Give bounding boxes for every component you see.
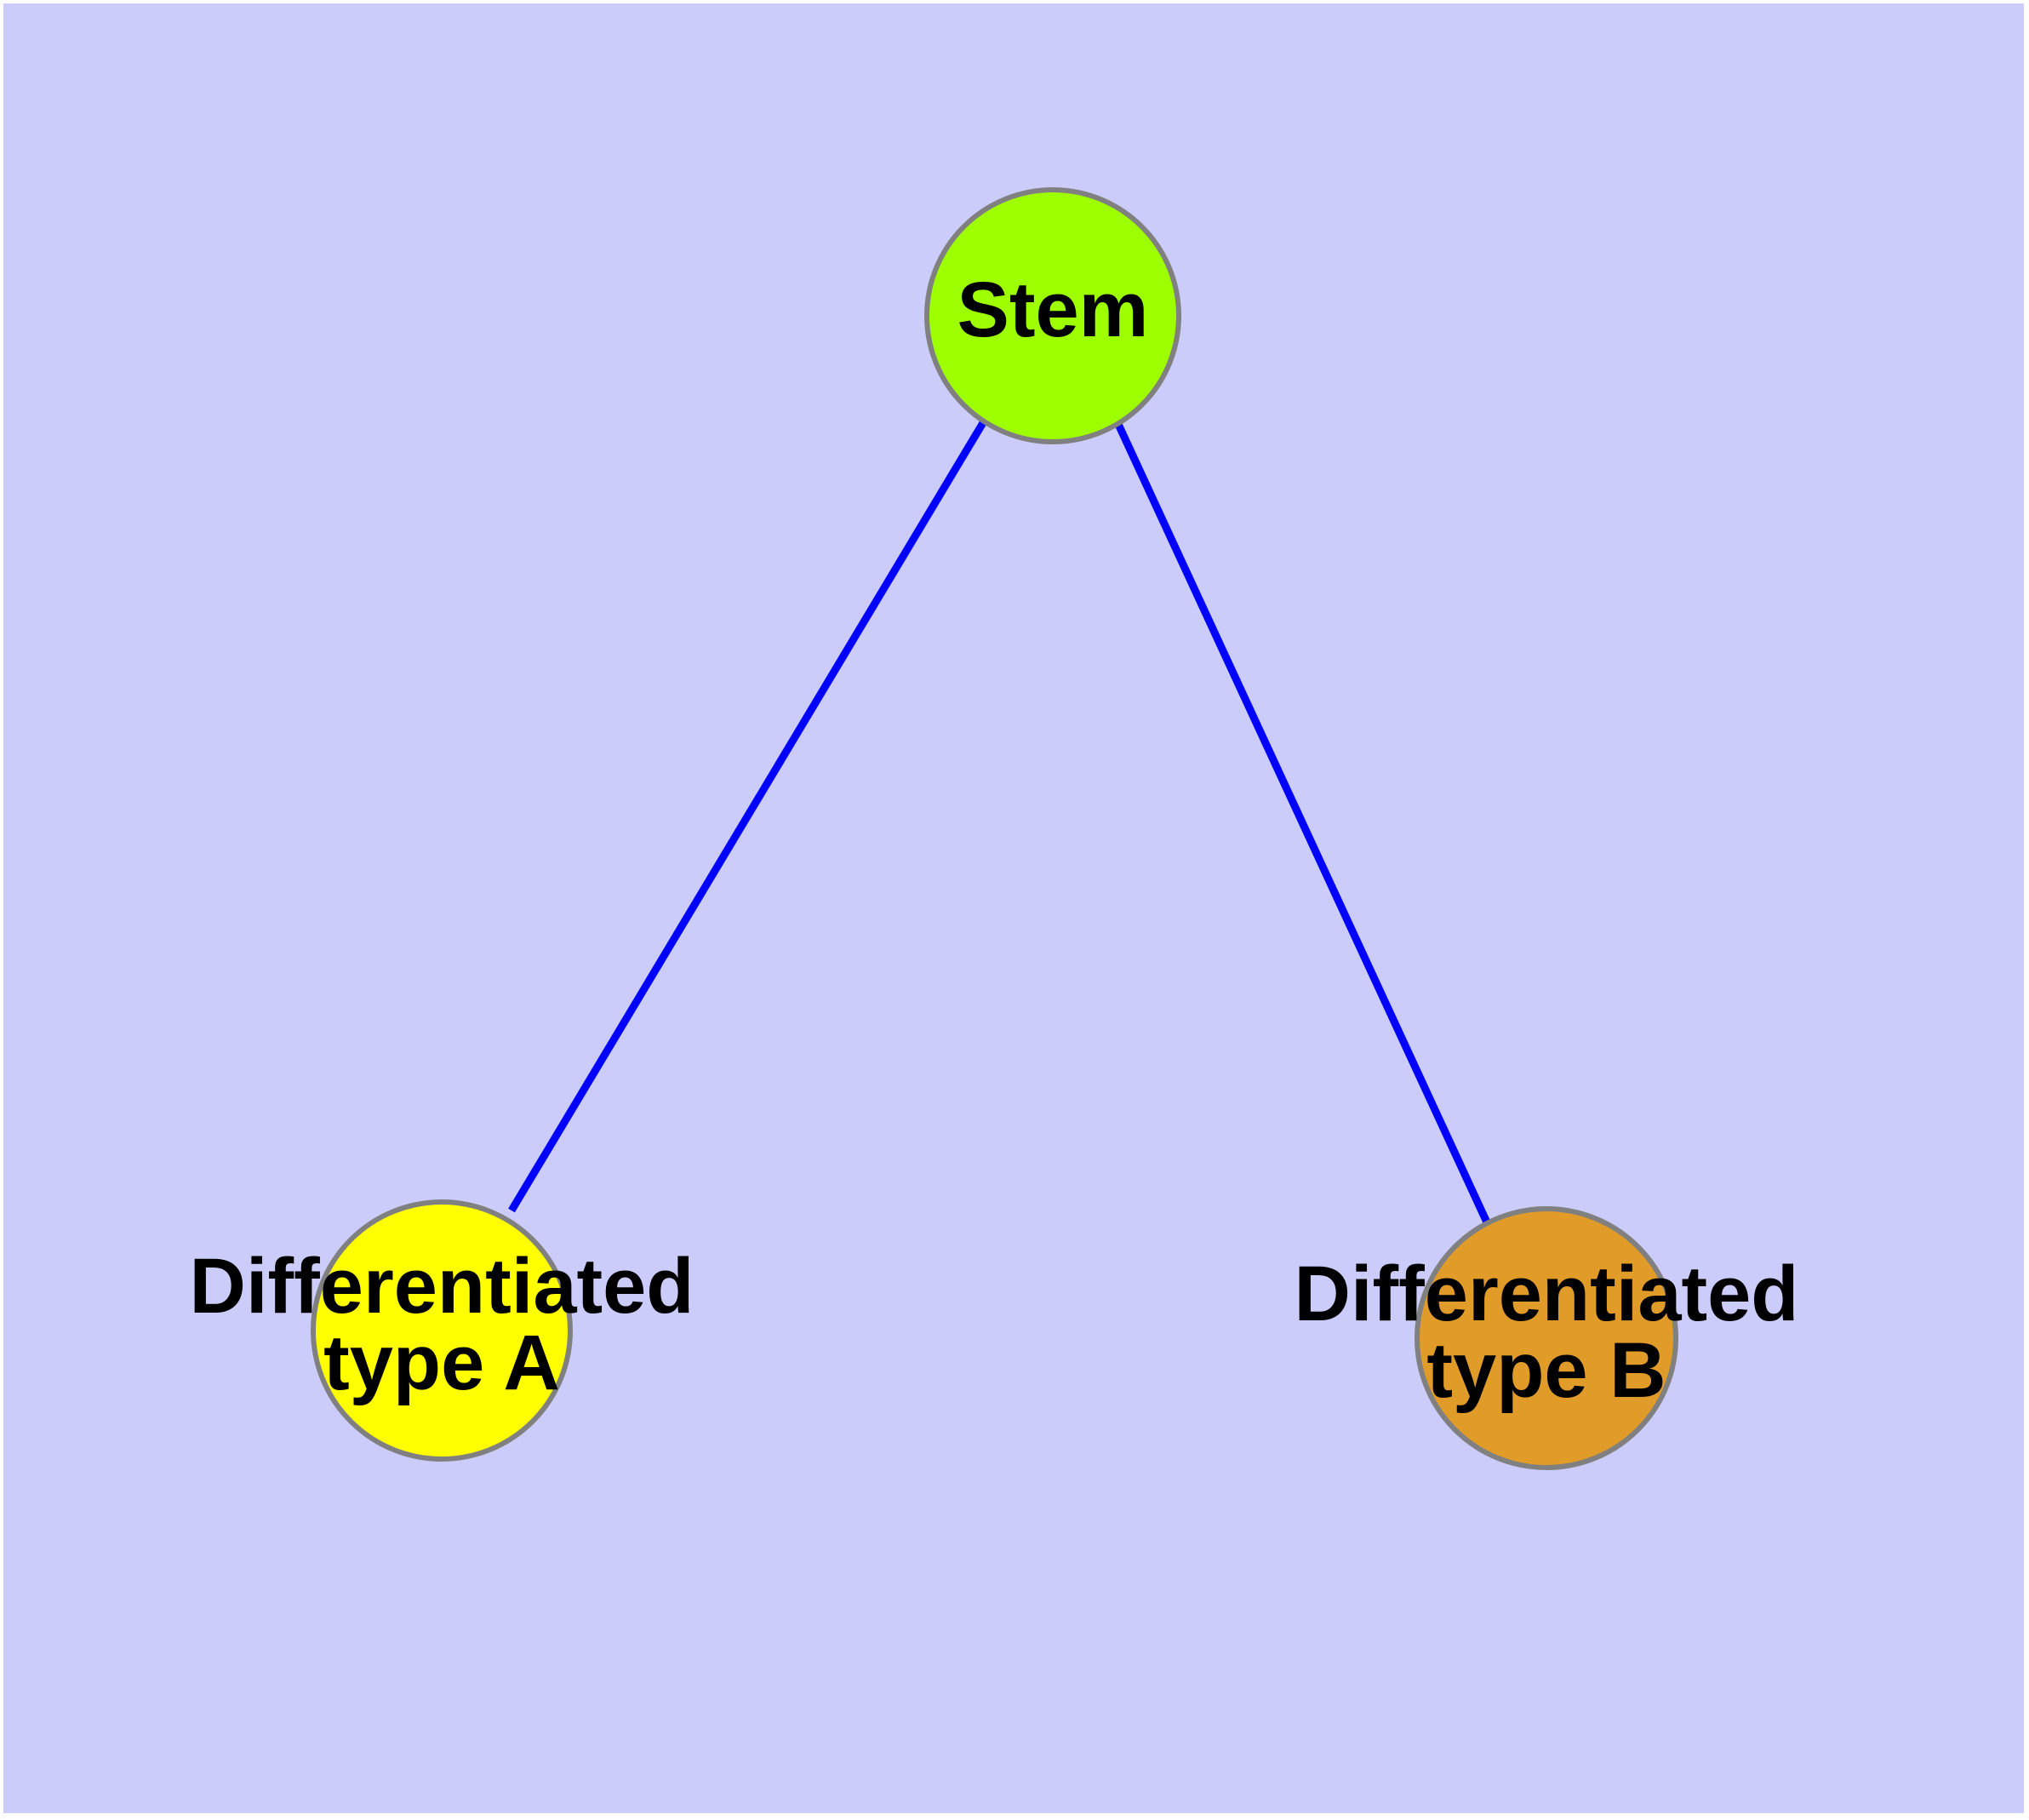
differentiated-type-a-node-circle[interactable] (311, 1199, 573, 1462)
differentiated-type-b-node-circle[interactable] (1415, 1206, 1678, 1470)
stem-node-circle[interactable] (924, 187, 1181, 444)
stem-node-label: Stem (957, 266, 1149, 353)
edges-layer (508, 419, 1492, 1226)
edge-stem-to-differentiated-type-b[interactable] (1112, 419, 1492, 1226)
node-stem[interactable]: Stem (924, 187, 1181, 444)
edge-stem-to-differentiated-type-a[interactable] (508, 419, 987, 1213)
